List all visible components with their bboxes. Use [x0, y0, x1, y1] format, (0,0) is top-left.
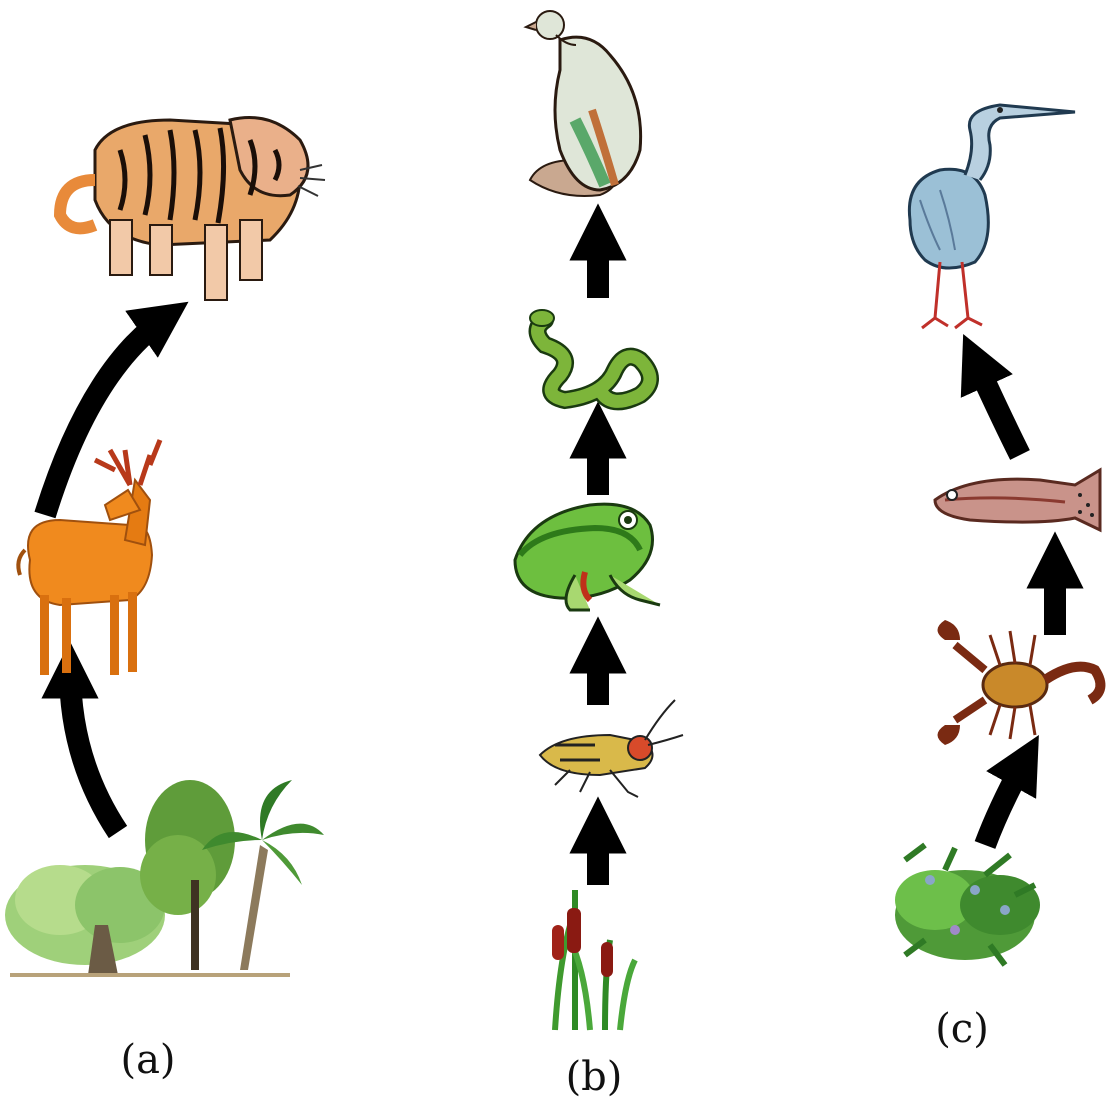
grasshopper-icon [540, 700, 683, 797]
cattails-icon [552, 890, 635, 1030]
arrow-plant-to-scorpion [985, 760, 1025, 845]
frog-icon [515, 504, 660, 610]
trees-icon [5, 780, 324, 975]
heron-icon [909, 105, 1075, 328]
chain-c [895, 105, 1100, 965]
vulture-icon [526, 11, 641, 196]
caption-c: (c) [935, 1006, 989, 1052]
fish-icon [935, 470, 1100, 530]
arrow-deer-to-tiger [45, 318, 165, 515]
aquatic-plant-icon [895, 845, 1040, 965]
chain-a [5, 118, 325, 976]
deer-icon [18, 440, 160, 675]
snake-icon [530, 310, 650, 401]
chain-b [515, 11, 683, 1030]
arrow-trees-to-deer [70, 670, 118, 832]
arrow-fish-to-heron [975, 360, 1020, 455]
scorpion-icon [938, 620, 1101, 745]
tiger-icon [60, 118, 325, 301]
caption-a: (a) [120, 1037, 175, 1083]
caption-b: (b) [566, 1054, 623, 1099]
